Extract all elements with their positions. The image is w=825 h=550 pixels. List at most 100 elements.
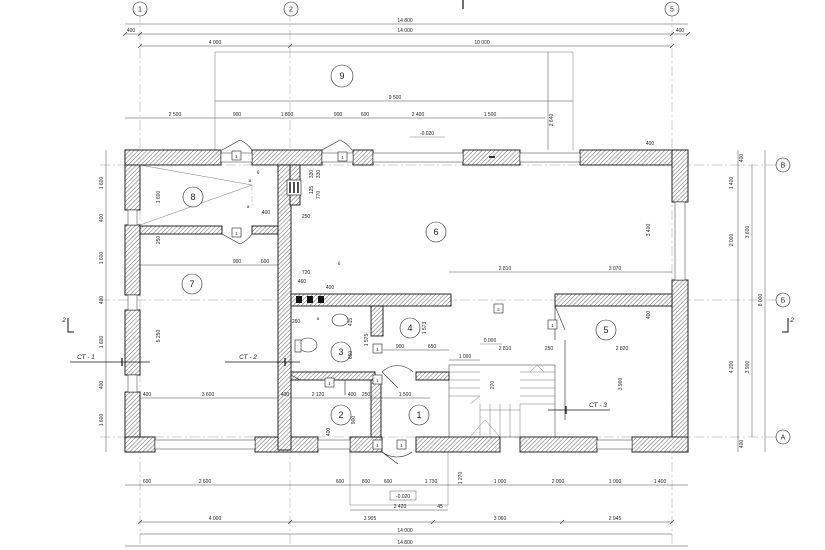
dim-int-400v: 400 (646, 311, 652, 320)
dim-bottom-8: 1 000 (609, 479, 622, 485)
dim-int-2120: 2 120 (312, 392, 325, 398)
room-9-number: 9 (339, 71, 344, 81)
dim-right-mid-0: 3 600 (745, 226, 751, 239)
room-4-number: 4 (407, 323, 412, 333)
floor-level: 0.000 (484, 338, 497, 344)
dim-int-600a: 600 (261, 259, 270, 265)
top-dimensions: 14 800 400 14 000 400 4 000 10 000 (122, 18, 691, 49)
dim-int-900a: 900 (233, 259, 242, 265)
interior-dimensions: 3 600 400 400 2 120 400 1 500 900 600 90… (140, 141, 672, 436)
dim-int-270: 270 (490, 381, 496, 390)
dim-terrace-2640: 2 640 (549, 114, 555, 127)
dim-int-900b: 900 (396, 344, 405, 350)
top-row-dimensions: 2 500 900 1 800 900 600 2 400 1 500 (125, 112, 545, 119)
room-1-number: 1 (416, 410, 421, 420)
door-mark-2: 1 (341, 155, 344, 160)
dim-int-400a: 400 (143, 392, 152, 398)
dim-int-1575: 1 575 (364, 334, 370, 347)
dim-right-2: 2 000 (729, 234, 735, 247)
dim-int-250d: 250 (302, 214, 311, 220)
dim-bottom-overall-1: 14 000 (397, 528, 413, 534)
dim-int-250a: 250 (545, 346, 554, 352)
dim-bottom-5: 1 730 (425, 479, 438, 485)
door-mark-9: 1 (400, 443, 403, 448)
section-cuts: СТ - 1 СТ - 2 СТ - 3 2 2 (61, 317, 794, 414)
room-6-number: 6 (433, 227, 438, 237)
room-8-cone (139, 164, 253, 226)
terrace: 9 500 2 640 9 -0.020 (214, 51, 574, 150)
annotation-b1: б (257, 170, 260, 175)
dim-int-250b: 250 (362, 392, 371, 398)
dim-int-770: 770 (316, 191, 322, 200)
room-3-number: 3 (338, 347, 343, 357)
entrance-porch: 2 420 45 1 270 (349, 452, 464, 511)
dim-int-330a: 330 (309, 170, 315, 179)
dim-int-415: 415 (348, 318, 354, 327)
door-mark-3: 1 (235, 231, 238, 236)
dim-right-1: 1 400 (729, 177, 735, 190)
dim-bottom-overall-2: 14 800 (397, 540, 413, 546)
dim-int-400d: 400 (326, 285, 335, 291)
section-ct1: СТ - 1 (77, 354, 95, 361)
dim-right-mid-1: 3 900 (745, 361, 751, 374)
annotations: б а а б а (247, 170, 341, 321)
dim-int-3900: 3 900 (618, 378, 624, 391)
door-mark-7: 1 (328, 381, 331, 386)
annotation-b2: б (338, 261, 341, 266)
door-mark-10: 2 (497, 307, 500, 312)
room-7-number: 7 (189, 279, 194, 289)
axis-v-label: В (781, 163, 786, 170)
dim-int-3600: 3 600 (202, 392, 215, 398)
dim-bottom-45: 45 (437, 504, 443, 510)
dim-top-overall-1: 14 800 (397, 18, 413, 24)
dim-left-3: 400 (99, 296, 105, 305)
annotation-a2: а (247, 204, 250, 209)
dim-int-650v: 650 (348, 351, 354, 360)
dim-int-400b: 400 (281, 392, 290, 398)
dim-terrace-9500: 9 500 (389, 95, 402, 101)
dim-int-650: 650 (428, 344, 437, 350)
dim-top-row-0: 2 500 (169, 112, 182, 118)
dim-bottom2-1: 3 905 (364, 516, 377, 522)
dim-int-5250: 5 250 (156, 330, 162, 343)
dim-int-250c: 250 (156, 236, 162, 245)
levels: 0.000 -0.020 (389, 338, 502, 501)
dim-top-row-2: 1 800 (281, 112, 294, 118)
doors (221, 139, 566, 465)
dim-bottom-1270: 1 270 (458, 472, 464, 485)
dim-int-400e: 400 (326, 428, 332, 437)
dim-int-1500: 1 500 (399, 392, 412, 398)
stairs (448, 364, 556, 438)
dim-top-row-6: 1 500 (484, 112, 497, 118)
dim-int-2810a: 2 810 (499, 266, 512, 272)
dim-left-6: 1 600 (99, 414, 105, 427)
dim-terrace-4000: 4 000 (209, 40, 222, 46)
dim-terrace-10000: 10 000 (474, 40, 490, 46)
dim-left-0: 1 600 (99, 177, 105, 190)
dim-right-0: 400 (739, 154, 745, 163)
section-cut-right: 2 (789, 317, 794, 324)
fixtures (286, 179, 349, 353)
dim-left-2: 1 600 (99, 252, 105, 265)
right-dimensions: 400 1 400 2 000 4 200 400 3 600 3 900 8 … (729, 150, 766, 452)
dim-top-row-1: 900 (233, 112, 242, 118)
door-mark-1: 1 (235, 154, 238, 159)
dim-left-1: 400 (99, 214, 105, 223)
dim-bottom-3: 800 (362, 479, 371, 485)
section-ct3: СТ - 3 (589, 402, 607, 409)
dim-left-5: 400 (99, 381, 105, 390)
dim-bottom-6: 1 000 (494, 479, 507, 485)
section-ct2: СТ - 2 (239, 354, 257, 361)
axis-1-label: 1 (138, 7, 142, 14)
dim-top-overall-2: 14 000 (397, 28, 413, 34)
door-marks: 1 1 1 1 1 1 1 1 1 2 (231, 150, 558, 450)
door-mark-4: 1 (376, 347, 379, 352)
axis-a-label: А (781, 435, 786, 442)
room-5-number: 5 (603, 325, 608, 335)
dim-int-720: 720 (302, 270, 311, 276)
dim-bottom-9: 1 400 (654, 479, 667, 485)
dim-top-row-5: 2 400 (412, 112, 425, 118)
dim-right-outer: 8 000 (758, 294, 764, 307)
dim-int-1600v: 1 600 (156, 191, 162, 204)
dim-right-4: 400 (739, 440, 745, 449)
